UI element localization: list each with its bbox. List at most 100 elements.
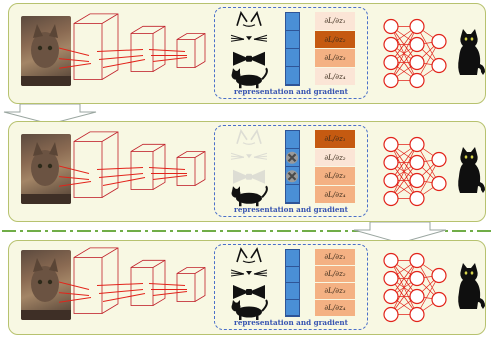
nn-node: [432, 59, 446, 73]
concept-cat-body-icon: [232, 68, 267, 88]
nn-node: [432, 293, 446, 307]
representation-slot-4: [286, 300, 299, 317]
cat-eye-right: [48, 279, 52, 283]
representation-slot-2: [286, 267, 299, 284]
nn-node: [384, 56, 398, 70]
concept-cat-whiskers-icon: [231, 35, 267, 41]
nn-node: [410, 74, 424, 88]
caption-text: representation and gradient: [215, 87, 367, 96]
cnn-layer-1: [74, 132, 118, 198]
concept-cat-ears-icon: [237, 13, 261, 27]
concept-cat-ears-icon: [237, 131, 261, 145]
cat-ear-left: [33, 258, 43, 272]
nn-node: [410, 56, 424, 70]
feature-arrow-3: [59, 298, 91, 304]
nn-node: [410, 254, 424, 268]
nn-node: [384, 38, 398, 52]
nn-node: [432, 153, 446, 167]
nn-node: [384, 254, 398, 268]
gradient-cell-3: ∂L/∂z₃: [315, 167, 355, 185]
cat-silhouette-icon: [451, 146, 487, 196]
gradient-cell-2: ∂L/∂z₂: [315, 266, 355, 282]
feature-arrow-9: [153, 58, 187, 62]
representation-slot-3: [286, 49, 299, 67]
feature-arrow-5: [99, 174, 143, 178]
cat-silhouette-icon: [451, 28, 487, 78]
panel-original: ∂L/∂z₁∂L/∂z₂∂L/∂z₃∂L/∂z₄representation a…: [8, 3, 486, 104]
cat-eye-right: [48, 163, 52, 167]
nn-node: [410, 38, 424, 52]
feature-arrow-7: [149, 284, 185, 286]
nn-node: [432, 177, 446, 191]
cat-eye-left: [38, 163, 42, 167]
nn-node: [384, 156, 398, 170]
feature-arrow-5: [99, 290, 143, 294]
concept-cat-whiskers-icon: [231, 270, 267, 276]
feature-arrow-9: [153, 292, 187, 296]
nn-node: [432, 35, 446, 49]
representation-slot-2: [286, 31, 299, 49]
nn-node: [410, 174, 424, 188]
nn-node: [410, 156, 424, 170]
nn-node: [410, 272, 424, 286]
concept-cat-body-icon: [232, 186, 267, 206]
nn-node: [410, 138, 424, 152]
gradient-cell-1: ∂L/∂z₁: [315, 12, 355, 30]
gradient-cell-1: ∂L/∂z₁: [315, 249, 355, 265]
gradient-cell-3: ∂L/∂z₃: [315, 49, 355, 67]
cnn-layer-2: [131, 26, 165, 71]
nn-node: [432, 269, 446, 283]
gradient-cell-2: ∂L/∂z₂: [315, 31, 355, 49]
feature-arrow-3: [59, 64, 91, 70]
neural-network: [379, 122, 449, 221]
cnn-layer-1: [74, 14, 118, 80]
representation-vector: [285, 249, 300, 317]
feature-arrow-6: [103, 60, 145, 68]
nn-node: [384, 138, 398, 152]
gradient-cell-3: ∂L/∂z₃: [315, 283, 355, 299]
representation-slot-1: [286, 250, 299, 267]
feature-arrow-4: [97, 50, 143, 52]
nn-node: [384, 74, 398, 88]
gradient-cell-4: ∂L/∂z₄: [315, 300, 355, 316]
feature-arrow-6: [103, 178, 145, 186]
cat-ear-left: [33, 142, 43, 156]
nn-node: [384, 272, 398, 286]
feature-arrow-7: [149, 168, 185, 170]
nn-node: [410, 290, 424, 304]
feature-arrow-5: [99, 56, 143, 60]
nn-node: [384, 308, 398, 322]
cnn-layer-2: [131, 260, 165, 305]
cnn-layer-3: [177, 34, 205, 68]
cat-ear-left: [33, 24, 43, 38]
cnn-layer-2: [131, 144, 165, 189]
panel-restored: ∂L/∂z₁∂L/∂z₂∂L/∂z₃∂L/∂z₄ representation a…: [8, 240, 486, 335]
nn-node: [384, 20, 398, 34]
cat-ear-right: [49, 142, 58, 156]
gradient-cell-4: ∂L/∂z₄: [315, 186, 355, 204]
representation-slot-4: [286, 67, 299, 85]
concept-icons: [219, 247, 279, 321]
cnn-layer-3: [177, 268, 205, 302]
caption-text: representation and gradient: [215, 318, 367, 327]
neural-network: [379, 241, 449, 334]
representation-box: ∂L/∂z₁∂L/∂z₂∂L/∂z₃∂L/∂z₄ representation a…: [214, 244, 368, 330]
nn-node: [384, 192, 398, 206]
representation-slot-1: [286, 13, 299, 31]
concept-bow-tie-icon: [233, 52, 265, 66]
x-mark-icon: [286, 152, 298, 164]
nn-node: [410, 192, 424, 206]
feature-arrow-3: [59, 182, 91, 188]
nn-node: [410, 308, 424, 322]
gradient-cell-1: ∂L/∂z₁: [315, 130, 355, 148]
cat-eye-left: [38, 45, 42, 49]
cat-eye-left: [38, 279, 42, 283]
concept-bow-tie-icon: [233, 285, 265, 299]
cat-silhouette-icon: [451, 262, 487, 312]
feature-arrow-7: [149, 50, 185, 52]
cat-eye-right: [48, 45, 52, 49]
x-mark-icon: [286, 170, 298, 182]
